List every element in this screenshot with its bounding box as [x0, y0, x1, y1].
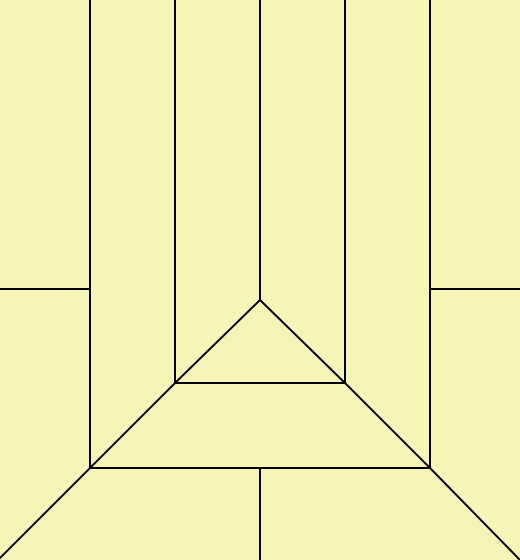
inner-triangle-left-edge — [173, 298, 262, 385]
inner-triangle-right-edge — [258, 298, 347, 385]
bottom-right-diagonal — [428, 466, 520, 560]
outer-right-diagonal — [343, 381, 432, 470]
outer-left-diagonal — [88, 381, 177, 470]
bottom-left-diagonal — [0, 466, 92, 560]
